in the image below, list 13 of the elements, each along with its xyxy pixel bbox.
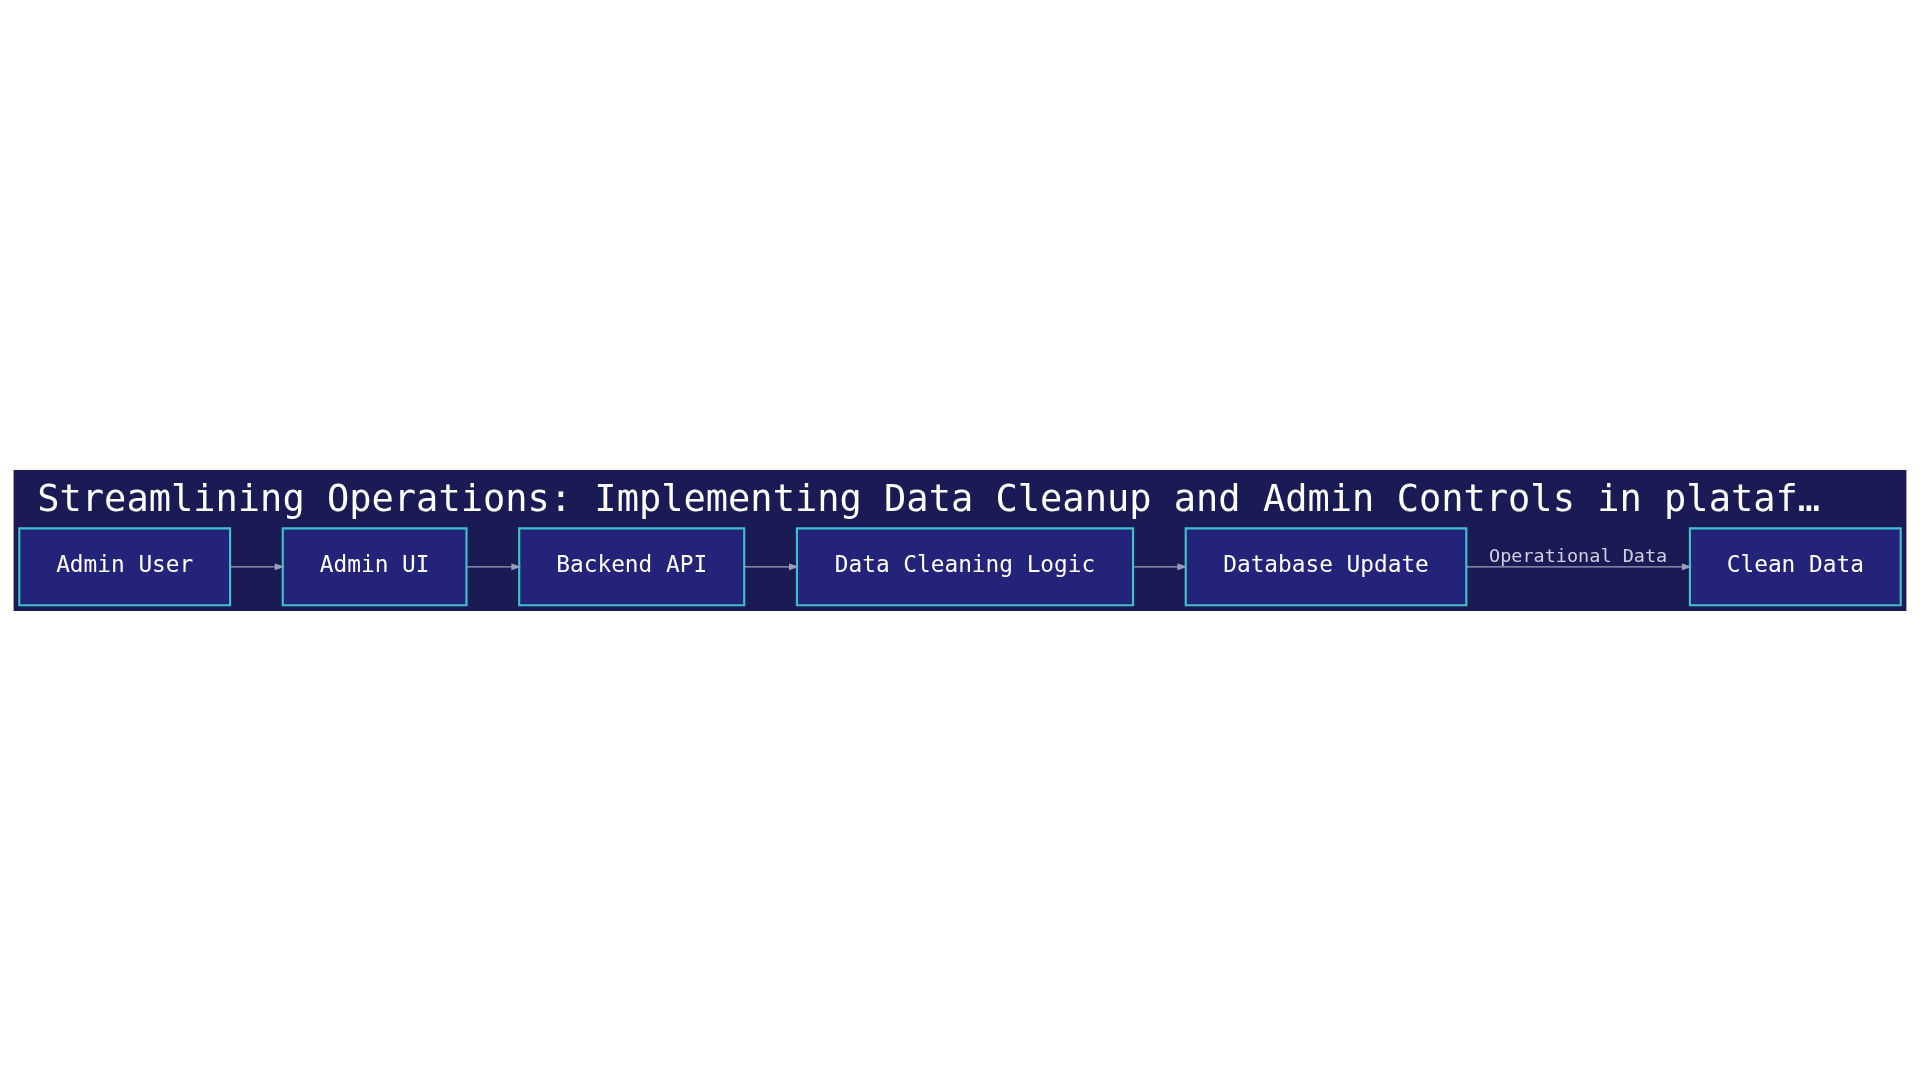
node-box: Clean Data: [1688, 526, 1902, 606]
arrow: [466, 562, 522, 570]
node-box: Data Cleaning Logic: [795, 526, 1135, 606]
diagram-title: Streamlining Operations: Implementing Data Cleanup and Admin Controls in plataf…: [37, 476, 1821, 520]
arrow: [743, 562, 799, 570]
edge-label: Operational Data: [1489, 544, 1668, 566]
arrow: [1466, 562, 1692, 570]
node-box: Backend API: [518, 526, 746, 606]
node-box: Database Update: [1184, 526, 1468, 606]
arrow: [1132, 562, 1188, 570]
node-box: Admin UI: [281, 526, 468, 606]
node-box: Admin User: [18, 526, 232, 606]
arrow: [229, 562, 285, 570]
